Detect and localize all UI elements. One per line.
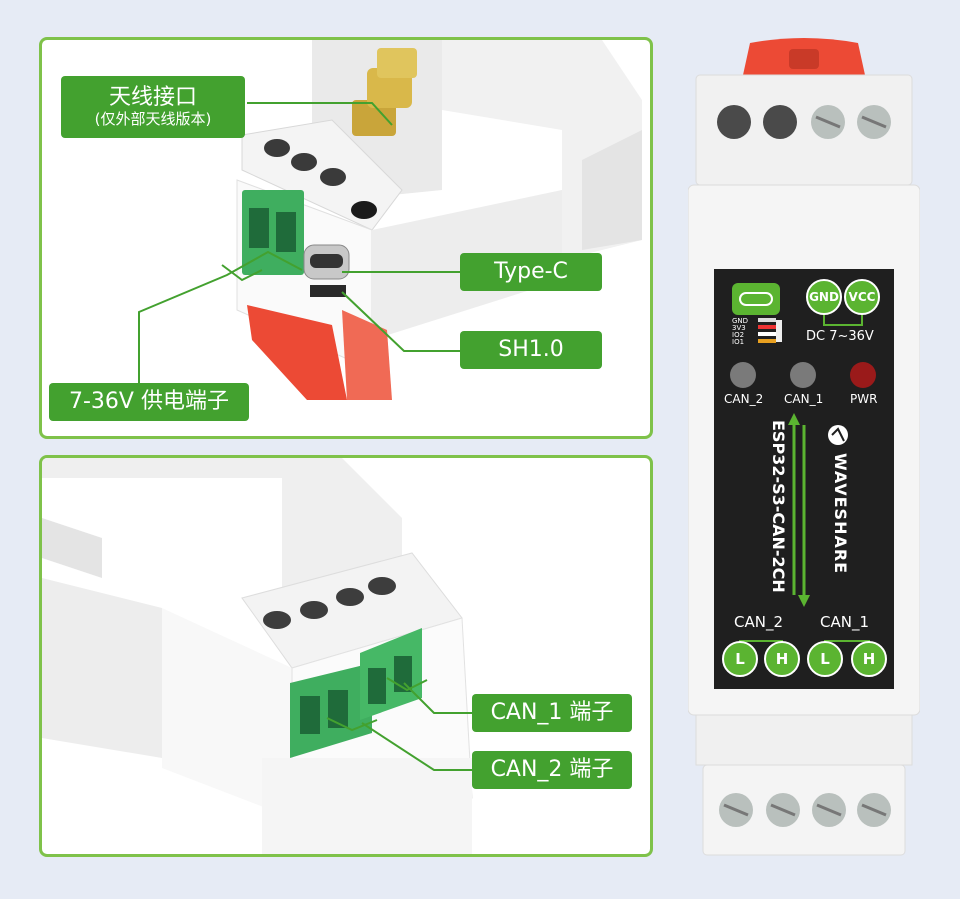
can-group-label-can2: CAN_2: [734, 613, 783, 631]
bottom-device-illustration: [42, 458, 474, 854]
can1-l-pin: L: [807, 641, 843, 677]
can2-h-pin: H: [764, 641, 800, 677]
can2-l-pin: L: [722, 641, 758, 677]
can2-terminal-callout: CAN_2 端子: [472, 751, 632, 789]
gnd-label: GND: [806, 279, 842, 315]
can1-terminal-callout: CAN_1 端子: [472, 694, 632, 732]
led-label-pwr: PWR: [850, 392, 878, 406]
pin-label-io1: IO1: [732, 338, 745, 346]
dc-range-label: DC 7~36V: [806, 329, 874, 344]
type-c-callout: Type-C: [460, 253, 602, 291]
device-front-view: GND VCC DC 7~36V GND 3V3 IO2 IO1 CAN_2 C…: [688, 35, 920, 865]
device-housing: [688, 38, 920, 856]
antenna-callout: 天线接口 (仅外部天线版本): [61, 76, 245, 138]
pin-label-3v3: 3V3: [732, 324, 746, 332]
bottom-photo-panel: CAN_1 端子 CAN_2 端子: [39, 455, 653, 857]
top-photo-panel: 天线接口 (仅外部天线版本) Type-C SH1.0 7-36V 供电端子: [39, 37, 653, 439]
antenna-callout-note: (仅外部天线版本): [94, 110, 212, 128]
vcc-label: VCC: [844, 279, 880, 315]
sh10-callout: SH1.0: [460, 331, 602, 369]
antenna-callout-title: 天线接口: [108, 85, 197, 110]
top-device-illustration: [138, 40, 642, 400]
power-terminal-callout: 7-36V 供电端子: [49, 383, 249, 421]
brand-name: WAVESHARE: [831, 453, 850, 575]
pin-label-gnd: GND: [732, 317, 749, 325]
led-label-can2: CAN_2: [724, 392, 764, 406]
pin-label-io2: IO2: [732, 331, 745, 339]
can-group-label-can1: CAN_1: [820, 613, 869, 631]
can1-h-pin: H: [851, 641, 887, 677]
led-label-can1: CAN_1: [784, 392, 824, 406]
model-name: ESP32-S3-CAN-2CH: [769, 420, 788, 593]
